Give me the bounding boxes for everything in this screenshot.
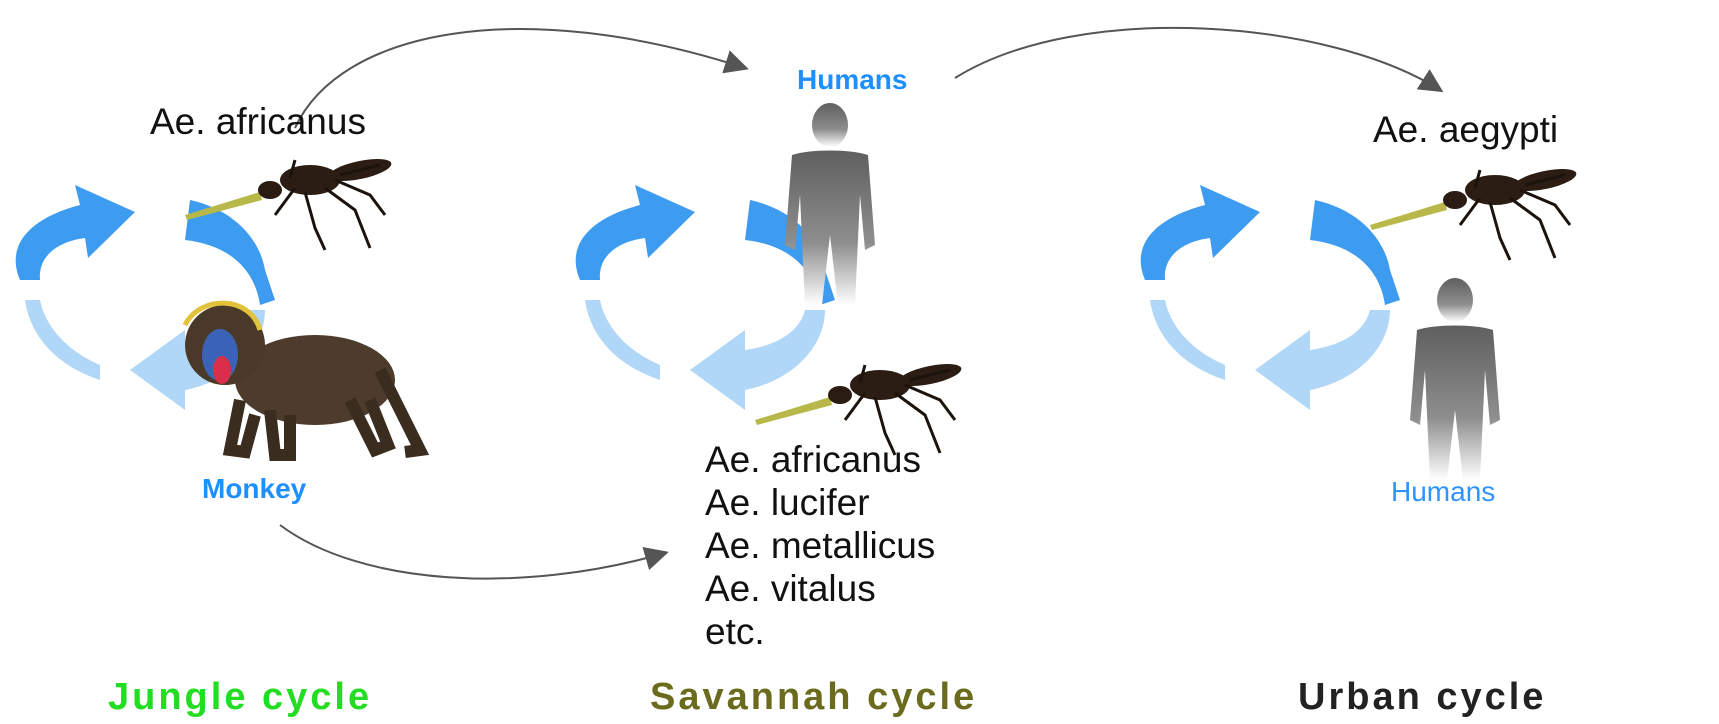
urban-host-label: Humans (1391, 478, 1495, 506)
urban-cycle-group (1141, 165, 1578, 480)
savannah-vector-list: Ae. africanus Ae. lucifer Ae. metallicus… (705, 438, 935, 653)
jungle-cycle-title: Jungle cycle (108, 678, 372, 716)
vector-species-item: Ae. vitalus (705, 567, 935, 610)
jungle-host-label: Monkey (202, 475, 306, 503)
jungle-cycle-group (16, 155, 420, 455)
human-silhouette-icon (1410, 278, 1500, 480)
mosquito-icon (1370, 165, 1578, 260)
savannah-host-label: Humans (797, 66, 907, 94)
transition-arrow-icon (955, 28, 1440, 90)
vector-species-item: Ae. africanus (705, 438, 935, 481)
vector-species-item: Ae. lucifer (705, 481, 935, 524)
urban-mosquito-label: Ae. aegypti (1373, 111, 1558, 148)
savannah-cycle-group (576, 103, 963, 455)
vector-species-item: etc. (705, 610, 935, 653)
savannah-cycle-title: Savannah cycle (650, 678, 977, 716)
vector-species-item: Ae. metallicus (705, 524, 935, 567)
jungle-mosquito-label: Ae. africanus (150, 103, 366, 140)
urban-cycle-title: Urban cycle (1298, 678, 1546, 716)
cycle-arrow-icon (1141, 185, 1400, 410)
transition-arrow-icon (280, 525, 665, 579)
monkey-icon (185, 303, 420, 455)
human-silhouette-icon (785, 103, 875, 305)
